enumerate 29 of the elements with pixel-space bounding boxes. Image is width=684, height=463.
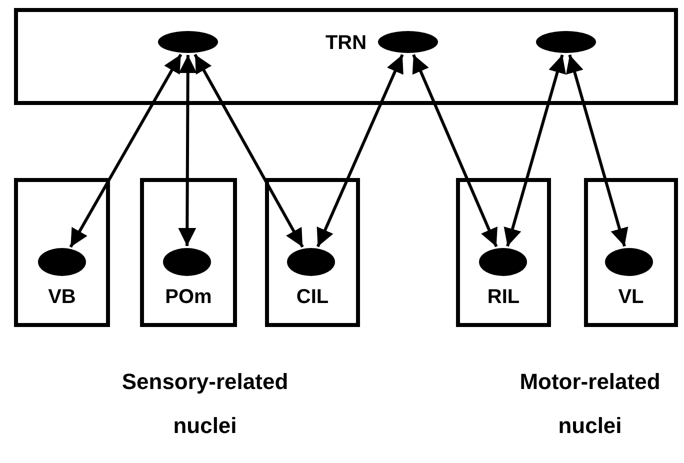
arrow <box>178 55 197 246</box>
arrow <box>504 54 566 247</box>
nucleus-label: VL <box>617 286 645 309</box>
nucleus-ellipse <box>479 248 527 276</box>
arrow <box>194 54 304 248</box>
nucleus-label: VB <box>47 286 77 309</box>
nucleus-ellipse <box>38 248 86 276</box>
nucleus-ellipse <box>536 31 596 53</box>
nucleus-box <box>140 178 237 327</box>
nucleus-ellipse <box>605 248 653 276</box>
nucleus-label: TRN <box>324 32 368 55</box>
nucleus-label: POm <box>164 286 213 309</box>
group-label: Motor-related nuclei <box>518 368 662 440</box>
nucleus-ellipse <box>378 31 438 53</box>
nucleus-box <box>584 178 678 327</box>
arrow <box>69 54 182 248</box>
arrow <box>566 54 628 247</box>
nucleus-label: RIL <box>486 286 521 309</box>
nucleus-box <box>265 178 360 327</box>
group-label: Sensory-related nuclei <box>120 368 290 440</box>
nucleus-ellipse <box>287 248 335 276</box>
arrow <box>316 54 404 248</box>
nucleus-box <box>456 178 551 327</box>
nucleus-label: CIL <box>295 286 330 309</box>
nucleus-ellipse <box>163 248 211 276</box>
nucleus-ellipse <box>158 31 218 53</box>
nucleus-box <box>14 178 110 327</box>
nucleus-box <box>14 8 678 105</box>
arrow <box>412 54 498 248</box>
